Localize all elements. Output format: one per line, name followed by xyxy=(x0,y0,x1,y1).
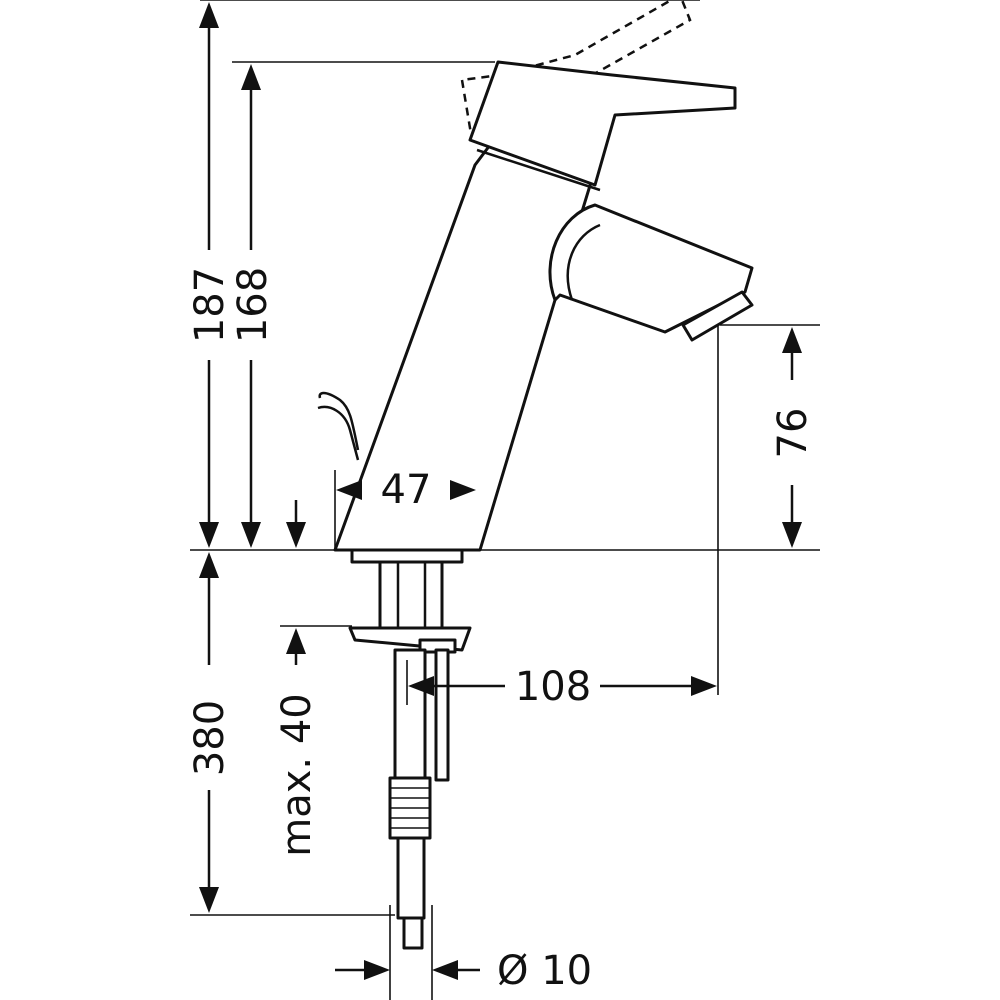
dimension-diameter-10 xyxy=(335,960,480,980)
label-base-width: 47 xyxy=(381,467,432,513)
shank xyxy=(378,560,444,634)
pull-rod xyxy=(318,391,360,451)
base-flange xyxy=(350,548,464,564)
label-total-height: 187 xyxy=(187,267,233,343)
lever-handle xyxy=(468,60,737,187)
dimension-168 xyxy=(241,64,261,548)
label-spout-reach: 108 xyxy=(515,664,591,710)
dimension-108 xyxy=(408,676,717,696)
supply-hose xyxy=(393,648,427,782)
dimension-max-40 xyxy=(286,500,306,665)
label-spout-height: 76 xyxy=(770,408,816,459)
dimension-47 xyxy=(336,480,476,500)
label-max-deck-thickness: max. 40 xyxy=(274,693,320,856)
dimension-380 xyxy=(199,552,219,913)
label-body-height: 168 xyxy=(230,267,276,343)
spout xyxy=(548,203,754,334)
hose-connector xyxy=(388,776,432,950)
faucet-outline xyxy=(317,0,754,950)
label-hose-diameter: Ø 10 xyxy=(497,948,592,994)
aerator xyxy=(681,290,754,342)
dimension-187 xyxy=(199,2,219,548)
dimension-76 xyxy=(782,327,802,548)
label-hose-length: 380 xyxy=(187,700,233,776)
extension-lines xyxy=(190,0,820,1000)
